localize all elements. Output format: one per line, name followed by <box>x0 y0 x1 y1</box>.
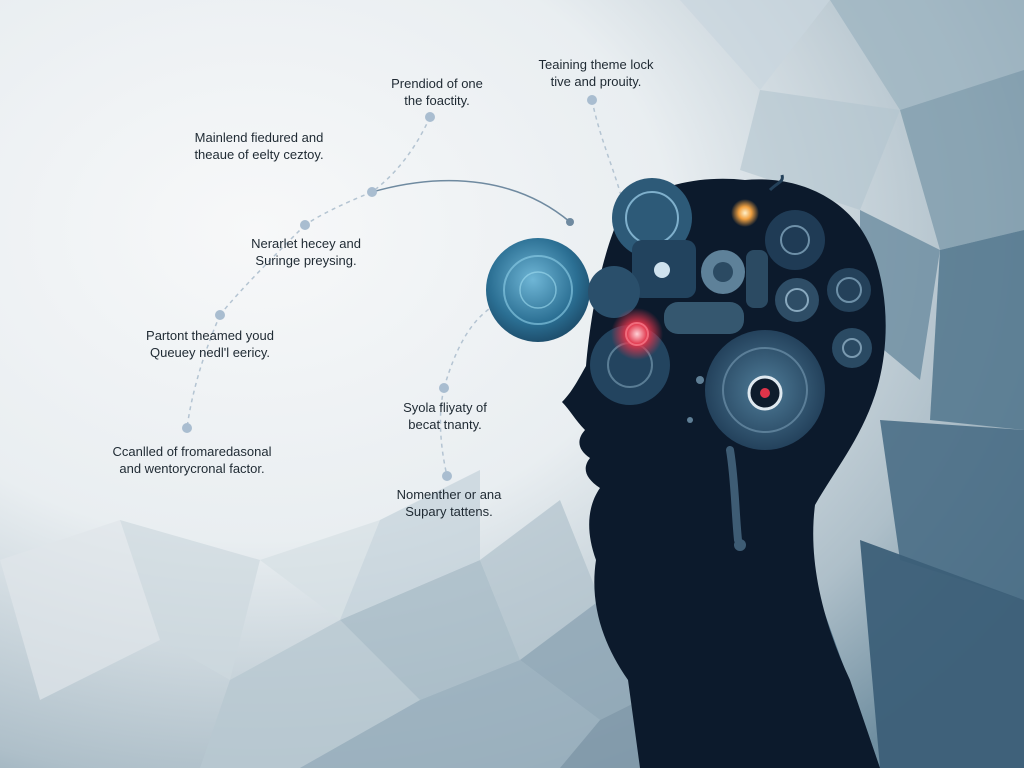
annotation-5-line-2: Queuey nedl'l eericy. <box>149 345 271 360</box>
annotation-8-line-2: Supary tattens. <box>405 504 493 519</box>
annotation-6: Syola fliyaty of becat tnanty. <box>372 399 518 433</box>
annotation-2-line-1: Prendiod of one <box>391 76 483 91</box>
annotation-4-line-2: Suringe preysing. <box>255 253 357 268</box>
annotation-7-line-2: and wentorycronal factor. <box>119 461 265 476</box>
annotation-3: Mainlend fiedured and theaue of eelty ce… <box>164 129 354 163</box>
annotation-2: Prendiod of one the foactity. <box>364 75 510 109</box>
annotation-1-line-1: Teaining theme lock <box>538 57 654 72</box>
annotation-2-line-2: the foactity. <box>404 93 470 108</box>
annotation-8-line-1: Nomenther or ana <box>396 487 502 502</box>
annotation-4: Nerarlet hecey and Suringe preysing. <box>226 235 386 269</box>
connector-dots <box>182 95 597 481</box>
annotation-1: Teaining theme lock tive and prouity. <box>500 56 692 90</box>
annotation-3-line-1: Mainlend fiedured and <box>194 130 324 145</box>
annotation-5: Partont theamed youd Queuey nedl'l eeric… <box>120 327 300 361</box>
annotation-6-line-1: Syola fliyaty of <box>403 400 487 415</box>
brain-machinery <box>486 174 872 551</box>
annotation-7-line-1: Ccanlled of fromaredasonal <box>112 444 272 459</box>
annotation-7: Ccanlled of fromaredasonal and wentorycr… <box>84 443 300 477</box>
annotation-4-line-1: Nerarlet hecey and <box>251 236 361 251</box>
solid-connector <box>371 179 571 223</box>
annotation-6-line-2: becat tnanty. <box>408 417 482 432</box>
connector-lines <box>186 99 626 477</box>
annotation-1-line-2: tive and prouity. <box>550 74 642 89</box>
annotation-5-line-1: Partont theamed youd <box>146 328 274 343</box>
annotation-8: Nomenther or ana Supary tattens. <box>374 486 524 520</box>
annotation-3-line-2: theaue of eelty ceztoy. <box>194 147 324 162</box>
